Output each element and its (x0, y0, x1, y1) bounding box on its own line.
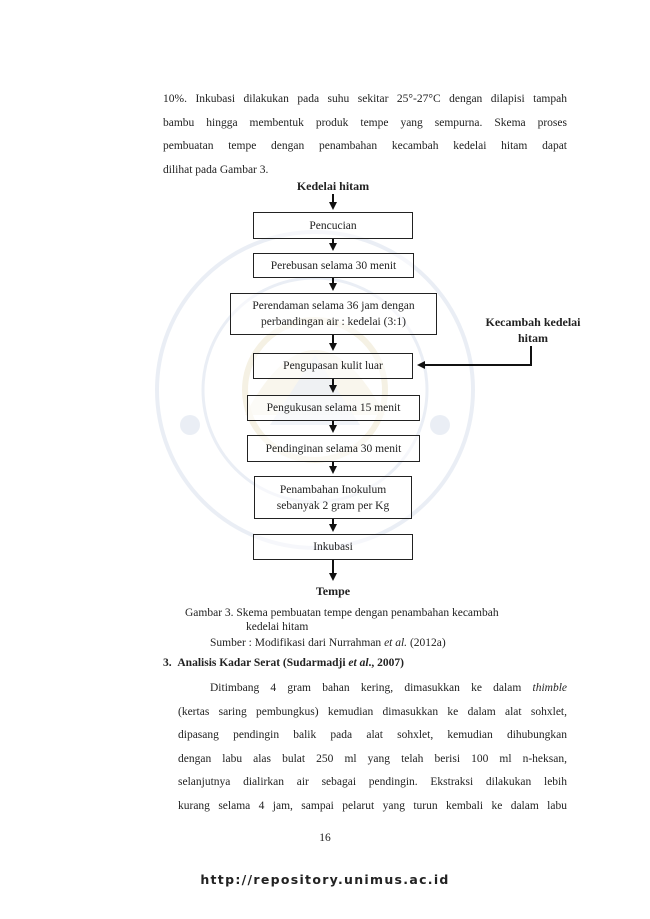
figure-source-text: Sumber : Modifikasi dari Nurrahman (210, 637, 385, 649)
footer-repository-url[interactable]: http://repository.unimus.ac.id (200, 872, 450, 887)
section-number: 3. (163, 657, 172, 669)
flow-step-steaming: Pengukusan selama 15 menit (247, 395, 420, 421)
section-title-text: Analisis Kadar Serat (Sudarmadji (177, 657, 349, 669)
flow-step-cooling: Pendinginan selama 30 menit (247, 435, 420, 462)
body-line: selanjutnya dialirkan air sebagai pendin… (178, 776, 567, 788)
page-number: 16 (319, 832, 331, 844)
flowchart-output-label: Tempe (315, 584, 351, 598)
body-line: Ditimbang 4 gram bahan kering, dimasukka… (178, 677, 567, 701)
body-paragraph: Ditimbang 4 gram bahan kering, dimasukka… (178, 677, 567, 818)
intro-paragraph: 10%. Inkubasi dilakukan pada suhu sekita… (163, 88, 567, 182)
figure-caption-line: Gambar 3. Skema pembuatan tempe dengan p… (185, 607, 499, 619)
body-line-italic: thimble (532, 682, 568, 694)
intro-line: bambu hingga membentuk produk tempe yang… (163, 116, 567, 129)
body-line: dipasang pendingin balik pada alat sohxl… (178, 729, 567, 741)
figure-source: Sumber : Modifikasi dari Nurrahman et al… (210, 636, 446, 650)
figure-source-year: (2012a) (407, 637, 446, 649)
flow-step-inoculum: Penambahan Inokulum sebanyak 2 gram per … (254, 476, 412, 519)
intro-line: 10%. Inkubasi dilakukan pada suhu sekita… (163, 93, 567, 105)
body-line: dengan labu alas bulat 250 ml yang telah… (178, 752, 567, 765)
flowchart-side-input-label: Kecambah kedelai hitam (485, 315, 581, 345)
figure-caption: Gambar 3. Skema pembuatan tempe dengan p… (185, 606, 499, 634)
intro-line: dilihat pada Gambar 3. (163, 163, 269, 176)
flow-step-dehulling: Pengupasan kulit luar (253, 353, 413, 379)
body-line: (kertas saring pembungkus) kemudian dima… (178, 705, 567, 718)
section-title-italic: et al (348, 657, 369, 669)
section-title-suffix: ., 2007) (368, 657, 404, 669)
intro-line: pembuatan tempe dengan penambahan kecamb… (163, 140, 567, 152)
figure-caption-line: kedelai hitam (246, 621, 309, 633)
flowchart-input-label: Kedelai hitam (296, 179, 370, 193)
figure-source-italic: et al. (384, 637, 408, 649)
flow-step-incubation: Inkubasi (253, 534, 413, 560)
section-heading: 3. Analisis Kadar Serat (Sudarmadji et a… (163, 657, 404, 669)
body-line-text: Ditimbang 4 gram bahan kering, dimasukka… (210, 682, 533, 694)
flow-step-soaking: Perendaman selama 36 jam dengan perbandi… (230, 293, 437, 335)
flow-step-washing: Pencucian (253, 212, 413, 239)
flow-step-boiling: Perebusan selama 30 menit (253, 253, 414, 278)
body-line: kurang selama 4 jam, sampai pelarut yang… (178, 799, 567, 812)
